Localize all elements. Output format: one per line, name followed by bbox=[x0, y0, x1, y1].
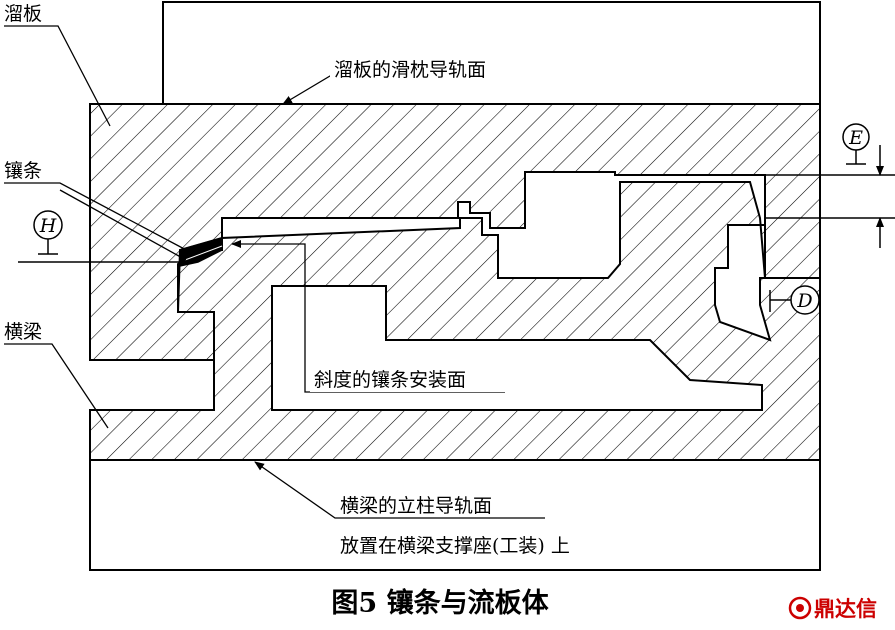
svg-text:D: D bbox=[796, 290, 812, 312]
leader-xiangtiao bbox=[4, 182, 191, 253]
ref-symbol-E: E bbox=[842, 123, 870, 165]
leader-xiangtiao-2 bbox=[59, 189, 187, 261]
svg-text:H: H bbox=[39, 215, 57, 237]
leader-column-guide bbox=[254, 461, 545, 519]
label-liuban: 溜板 bbox=[4, 3, 42, 25]
leader-liuban bbox=[4, 25, 111, 127]
gib-strip bbox=[179, 237, 223, 267]
leader-hengliang bbox=[4, 343, 109, 429]
watermark-logo-icon bbox=[788, 596, 812, 620]
label-install-surface: 斜度的镶条安装面 bbox=[314, 369, 466, 391]
label-hengliang: 横梁 bbox=[4, 321, 42, 343]
watermark: 鼎达信 bbox=[788, 596, 877, 621]
ref-symbol-H: H bbox=[33, 210, 63, 255]
beam-body bbox=[89, 181, 821, 461]
gib-taper-line bbox=[184, 245, 223, 261]
ref-symbol-D: D bbox=[790, 285, 820, 315]
svg-text:E: E bbox=[848, 127, 863, 149]
figure-caption: 图5 镶条与流板体 bbox=[331, 587, 549, 619]
label-placement: 放置在横梁支撑座(工装) 上 bbox=[340, 535, 570, 557]
label-guide-surface: 溜板的滑枕导轨面 bbox=[334, 59, 486, 81]
label-column-guide: 横梁的立柱导轨面 bbox=[340, 495, 492, 517]
svg-text:鼎达信: 鼎达信 bbox=[814, 597, 877, 621]
ram-block bbox=[162, 1, 821, 105]
support-block bbox=[89, 459, 821, 571]
label-xiangtiao: 镶条 bbox=[4, 160, 42, 182]
